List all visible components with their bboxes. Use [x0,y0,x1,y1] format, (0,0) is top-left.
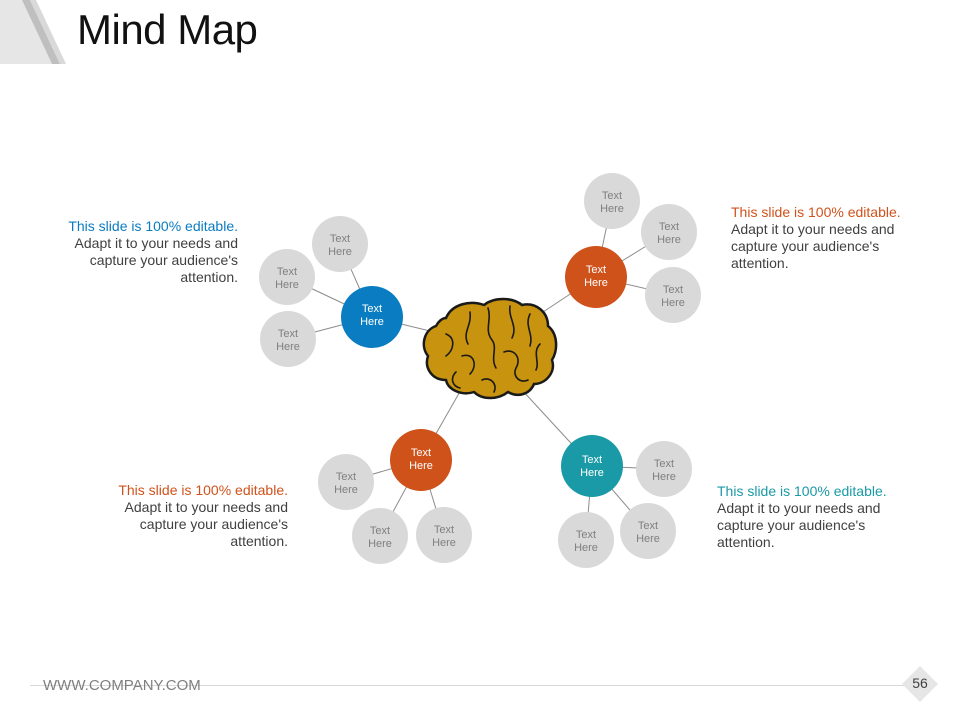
hub-label-line1: Text [411,447,431,459]
description-top-left: This slide is 100% editable. Adapt it to… [38,218,238,286]
satellite-circle [259,249,315,305]
satellite-node: Text Here [352,508,408,564]
satellite-label-line1: Text [370,525,390,537]
satellite-node: Text Here [318,454,374,510]
satellite-circle [645,267,701,323]
satellite-label-line2: Here [657,234,681,246]
satellite-circle [416,507,472,563]
footer-divider [30,685,930,686]
satellite-label-line1: Text [336,471,356,483]
hub-circle [390,429,452,491]
hub-label-line2: Here [584,277,608,289]
satellite-label-line1: Text [602,190,622,202]
satellite-label-line2: Here [661,297,685,309]
description-lead: This slide is 100% editable. [731,204,901,220]
satellite-circle [312,216,368,272]
satellite-node: Text Here [312,216,368,272]
satellite-label-line2: Here [600,203,624,215]
hub-circle [341,286,403,348]
description-bottom-right: This slide is 100% editable. Adapt it to… [717,483,907,551]
satellite-circle [318,454,374,510]
satellite-node: Text Here [260,311,316,367]
satellite-label-line2: Here [328,246,352,258]
page-title: Mind Map [77,6,258,53]
hub-label-line1: Text [362,303,382,315]
satellite-circle [584,173,640,229]
satellite-circle [558,512,614,568]
hub-node-orange-top: Text Here [565,246,627,308]
hub-node-blue: Text Here [341,286,403,348]
satellite-label-line2: Here [334,484,358,496]
satellite-node: Text Here [620,503,676,559]
satellite-circle [352,508,408,564]
satellite-label-line2: Here [636,533,660,545]
description-body: Adapt it to your needs and capture your … [124,499,288,549]
satellite-label-line1: Text [659,221,679,233]
satellite-label-line2: Here [276,341,300,353]
satellite-label-line1: Text [330,233,350,245]
hub-label-line2: Here [409,460,433,472]
page-number: 56 [912,675,928,691]
satellite-label-line1: Text [638,520,658,532]
satellite-node: Text Here [641,204,697,260]
satellite-node: Text Here [636,441,692,497]
description-top-right: This slide is 100% editable. Adapt it to… [731,204,921,272]
hub-label-line2: Here [360,316,384,328]
hub-label-line1: Text [586,264,606,276]
satellite-node: Text Here [584,173,640,229]
hub-label-line2: Here [580,467,604,479]
hub-label-line1: Text [582,454,602,466]
brain-outline [422,297,558,400]
satellite-label-line2: Here [275,279,299,291]
satellite-label-line1: Text [278,328,298,340]
satellite-label-line1: Text [654,458,674,470]
satellite-node: Text Here [645,267,701,323]
satellite-label-line1: Text [277,266,297,278]
satellite-label-line2: Here [574,542,598,554]
satellite-label-line2: Here [652,471,676,483]
satellite-circle [620,503,676,559]
hub-node-teal: Text Here [561,435,623,497]
satellite-circle [641,204,697,260]
brain-folds [445,305,541,393]
description-body: Adapt it to your needs and capture your … [731,221,895,271]
satellite-node: Text Here [416,507,472,563]
footer-url: WWW.COMPANY.COM [43,677,201,694]
description-bottom-left: This slide is 100% editable. Adapt it to… [88,482,288,550]
description-body: Adapt it to your needs and capture your … [717,500,881,550]
page-number-badge [902,666,938,702]
description-lead: This slide is 100% editable. [118,482,288,498]
brain-icon [422,297,558,400]
description-lead: This slide is 100% editable. [68,218,238,234]
hub-circle [561,435,623,497]
satellite-label-line1: Text [576,529,596,541]
satellite-node: Text Here [558,512,614,568]
description-body: Adapt it to your needs and capture your … [74,235,238,285]
satellite-circle [260,311,316,367]
satellite-label-line1: Text [434,524,454,536]
satellite-label-line2: Here [368,538,392,550]
hub-node-orange-bottom: Text Here [390,429,452,491]
satellite-circle [636,441,692,497]
satellite-label-line2: Here [432,537,456,549]
satellite-label-line1: Text [663,284,683,296]
hub-circle [565,246,627,308]
satellite-node: Text Here [259,249,315,305]
description-lead: This slide is 100% editable. [717,483,887,499]
corner-decoration [0,0,66,64]
